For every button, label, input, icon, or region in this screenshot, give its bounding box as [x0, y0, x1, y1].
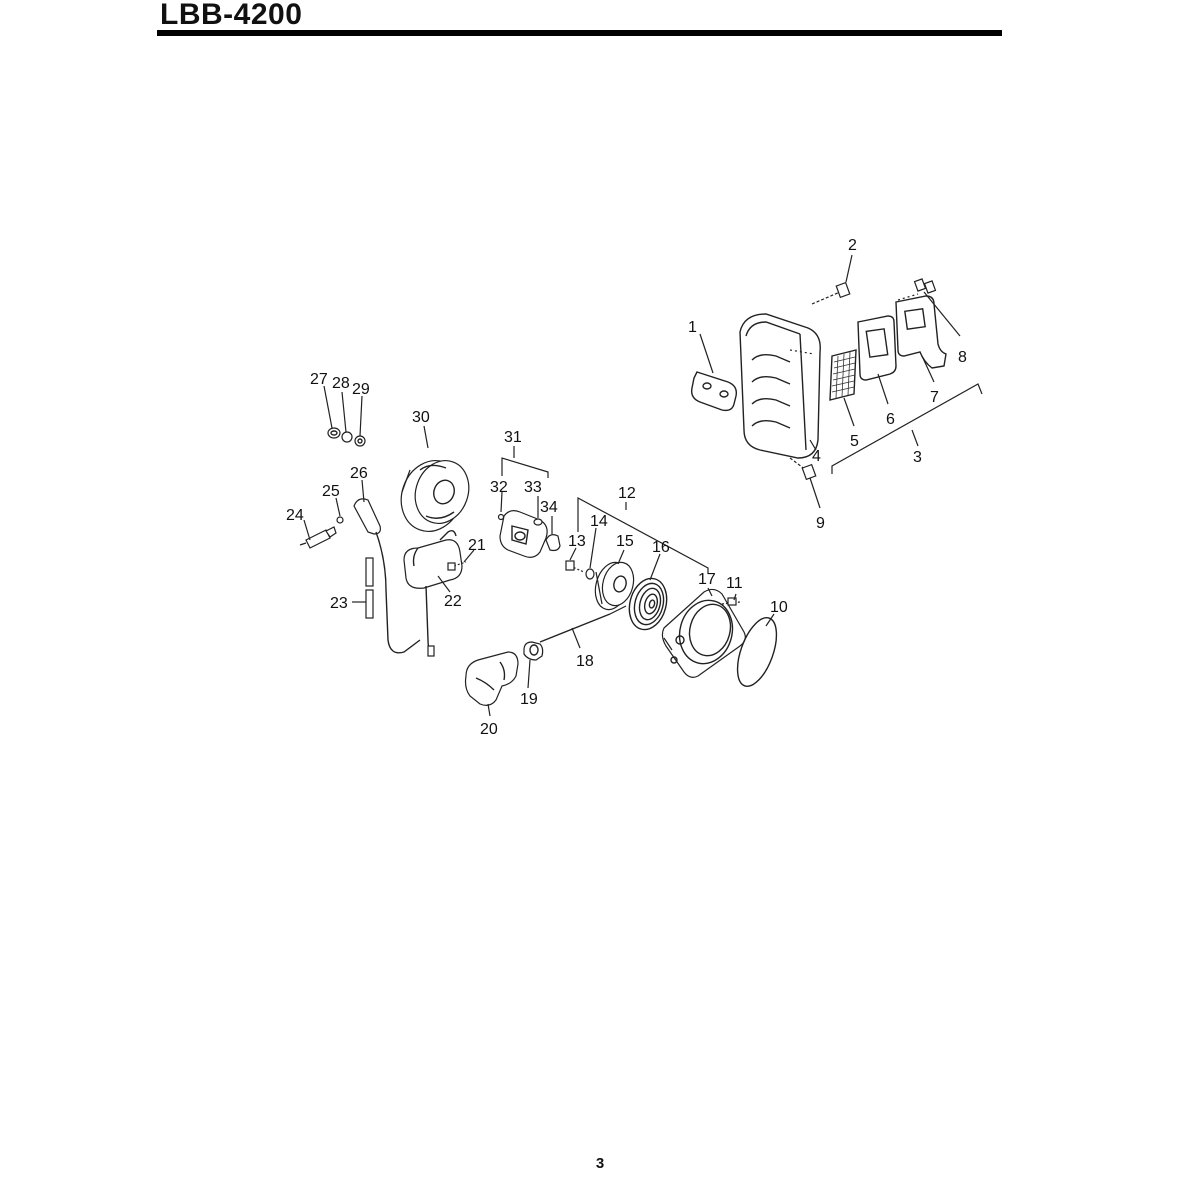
clutch-shoe-part	[499, 510, 548, 558]
flywheel-part	[400, 460, 470, 532]
callout-12: 12	[618, 485, 636, 502]
callout-19: 19	[520, 691, 538, 708]
clutch-spring-part	[497, 513, 505, 521]
case-screw-part	[721, 597, 741, 606]
spark-plug-part	[299, 526, 337, 549]
pulley-washer-part	[585, 568, 595, 580]
o-ring-part	[736, 617, 778, 687]
callout-20: 20	[480, 721, 498, 738]
callout-18: 18	[576, 653, 594, 670]
starter-case-part	[661, 588, 746, 678]
callout-27: 27	[310, 371, 328, 388]
callout-31: 31	[504, 429, 522, 446]
page-number: 3	[595, 1155, 605, 1172]
callout-6: 6	[886, 411, 895, 428]
callout-32: 32	[490, 479, 508, 496]
muffler-cover-screws-part	[913, 278, 937, 294]
starter-pulley-part	[594, 561, 635, 611]
callout-26: 26	[350, 465, 368, 482]
ignition-coil-part	[403, 529, 463, 657]
clutch-washer-part	[533, 518, 543, 526]
muffler-bolt-top-part	[811, 281, 851, 305]
callout-8: 8	[958, 349, 967, 366]
spark-screen-part	[829, 349, 857, 401]
recoil-spring-part	[628, 577, 668, 631]
muffler-cover-part	[895, 293, 947, 369]
callout-7: 7	[930, 389, 939, 406]
callout-4: 4	[812, 448, 821, 465]
callout-11: 11	[726, 575, 743, 592]
callout-21: 21	[468, 537, 486, 554]
callout-30: 30	[412, 409, 430, 426]
header-rule	[157, 30, 1002, 36]
callout-2: 2	[848, 237, 857, 254]
callout-13: 13	[568, 533, 586, 550]
callout-25: 25	[322, 483, 340, 500]
flywheel-nut-part	[327, 427, 341, 439]
plug-boot-part	[353, 498, 421, 654]
callout-23: 23	[330, 595, 348, 612]
callout-24: 24	[286, 507, 304, 524]
callout-34: 34	[540, 499, 558, 516]
page-title: LBB-4200	[160, 0, 303, 31]
muffler-gasket-part	[690, 371, 738, 412]
muffler-assembly	[690, 278, 947, 481]
callout-5: 5	[850, 433, 859, 450]
muffler-leaders	[699, 254, 983, 509]
muffler-cover-gasket-part	[857, 315, 897, 381]
coil-screw-part	[447, 561, 467, 571]
starter-leaders	[487, 496, 775, 717]
muffler-bolt-bottom-part	[789, 457, 817, 481]
callout-9: 9	[816, 515, 825, 532]
ignition-sleeves-part	[365, 557, 374, 619]
callout-10: 10	[770, 599, 788, 616]
clutch-boss-part	[545, 534, 561, 552]
starter-assembly	[464, 560, 778, 706]
callout-15: 15	[616, 533, 634, 550]
callout-1: 1	[688, 319, 697, 336]
callout-16: 16	[652, 539, 670, 556]
callout-29: 29	[352, 381, 370, 398]
callout-labels: 1 2 3 4 5 6 7 8 9 10 11 12 13 14 15 16 1…	[286, 237, 967, 738]
plug-terminal-part	[336, 516, 344, 524]
clutch-assembly	[497, 510, 561, 558]
starter-rope-part	[539, 605, 627, 643]
pulley-screw-part	[565, 560, 585, 573]
callout-33: 33	[524, 479, 542, 496]
callout-28: 28	[332, 375, 350, 392]
ignition-leaders	[303, 385, 475, 603]
lock-washer-part	[341, 431, 353, 443]
ignition-assembly	[299, 427, 470, 657]
callout-14: 14	[590, 513, 608, 530]
rope-grommet-part	[523, 641, 544, 661]
starter-handle-part	[464, 651, 519, 706]
muffler-body-part	[739, 313, 821, 459]
clutch-leaders	[500, 446, 553, 534]
callout-22: 22	[444, 593, 462, 610]
callout-17: 17	[698, 571, 716, 588]
callout-3: 3	[913, 449, 922, 466]
flat-washer-part	[354, 435, 366, 447]
